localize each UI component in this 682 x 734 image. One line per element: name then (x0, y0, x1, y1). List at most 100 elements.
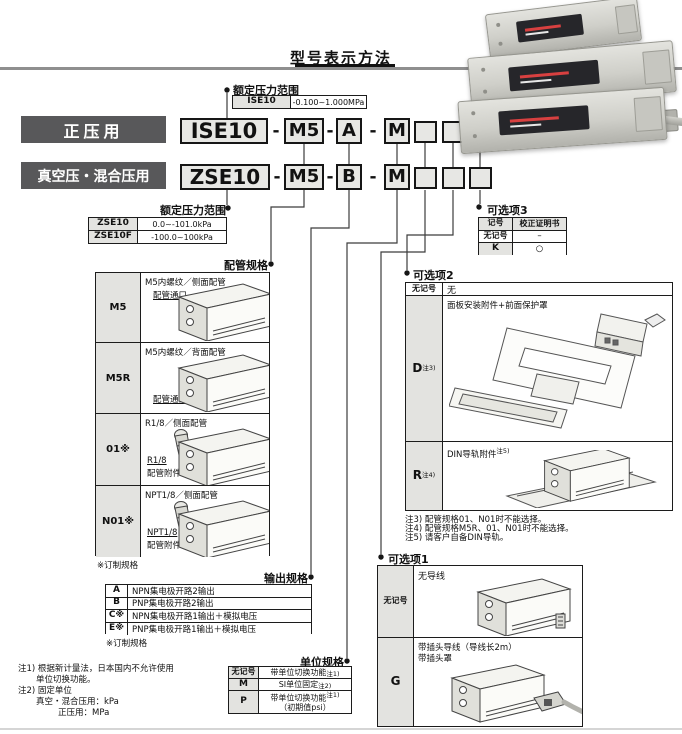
model-box-output-row2: B (336, 164, 362, 190)
table-row: C※ NPN集电极开路1输出＋模拟电压 (106, 610, 311, 623)
option2-desc-cell: 无 (443, 283, 672, 295)
footnote-line: 注2) 固定单位 (18, 686, 72, 696)
table-row: P 带单位切换功能注1) （初期值psi） (229, 691, 351, 713)
output-code-cell: B (106, 597, 128, 609)
model-box-series-zse10: ZSE10 (180, 164, 270, 190)
sensor-display (507, 59, 600, 91)
unit-desc-sup: 注2) (318, 681, 332, 690)
option1-label: 可选项1 (388, 553, 429, 566)
connector-end (614, 4, 638, 35)
option3-header-value: 校正证明书 (513, 218, 566, 230)
callout-fitting: 配管附件 (147, 541, 182, 551)
option3-code-cell: K (479, 243, 513, 255)
option1-table: 无记号 无导线 G 带插头导线（导线长2m） 带插头罩 (377, 565, 583, 727)
table-row: 无记号 带单位切换功能注1) (229, 667, 351, 679)
output-desc-cell: PNP集电极开路1输出＋模拟电压 (128, 622, 311, 635)
output-code-cell: A (106, 585, 128, 597)
series-code-cell: ZSE10 (89, 218, 138, 230)
sensor-side-port-image (178, 283, 269, 341)
unit-desc: SI单位固定 (278, 680, 319, 689)
callout-port: 配管通口 (153, 291, 188, 301)
unit-desc-cell: 带单位切换功能注1) (259, 667, 351, 678)
option1-code-cell: G (378, 638, 414, 726)
dash: - (369, 167, 377, 187)
option2-desc-text: DIN导轨附件 (447, 449, 497, 460)
mount-hole-icon (473, 133, 478, 138)
unit-spec-label: 单位规格 (300, 656, 344, 669)
page-bottom-rule (0, 728, 682, 730)
option2-note: 注5) 请客户自备DIN导轨。 (405, 533, 509, 543)
option2-code: D (412, 360, 423, 375)
dash: - (273, 167, 281, 187)
sensor-npt18-image (174, 500, 269, 557)
piping-code-cell: M5 (96, 273, 141, 342)
option2-desc: 面板安装附件+前面保护罩 (447, 301, 548, 311)
callout-port: 配管通口 (153, 395, 188, 405)
category-vacuum-compound: 真空压・混合压用 (21, 162, 166, 189)
display-digits (525, 30, 549, 36)
sensor-with-lead-image (451, 664, 582, 723)
unit-desc-line2: （初期值psi） (279, 703, 331, 713)
table-row: N01※ NPT1/8／侧面配管 NPT1/8 配管附件 (96, 486, 269, 557)
mount-hole-icon (498, 41, 503, 46)
display-digits (509, 123, 542, 128)
unit-code-cell: P (229, 691, 259, 713)
rated-range-ise-table: ISE10 -0.100~1.000MPa (232, 95, 367, 109)
model-box-option1-row2 (414, 167, 437, 189)
mount-hole-icon (481, 67, 486, 72)
option2-desc: DIN导轨附件注5) (447, 445, 510, 460)
option3-value-cell: ○ (513, 243, 566, 255)
option2-code-cell: 无记号 (406, 283, 443, 295)
piping-desc-cell: M5内螺纹／侧面配管 配管通口 (141, 273, 269, 342)
option3-header-code: 记号 (479, 218, 513, 230)
model-box-piping-row1: M5 (284, 118, 324, 144)
table-row: A NPN集电极开路2输出 (106, 585, 311, 598)
unit-desc-cell: SI单位固定注2) (259, 679, 351, 690)
mount-hole-icon (483, 89, 488, 94)
model-box-piping-row2: M5 (284, 164, 324, 190)
option1-desc: 带插头导线（导线长2m） (418, 643, 517, 653)
piping-spec-label: 配管规格 (224, 259, 268, 272)
callout-thread: R1/8 (147, 456, 167, 466)
unit-spec-table: 无记号 带单位切换功能注1) M SI单位固定注2) P 带单位切换功能注1) … (228, 666, 352, 714)
footnote-line: 单位切换功能。 (36, 675, 96, 685)
model-box-option2-row2 (442, 167, 465, 189)
sensor-r18-image (174, 428, 269, 485)
option1-desc-cell: 带插头导线（导线长2m） 带插头罩 (414, 638, 582, 726)
dash: - (326, 167, 334, 187)
option3-table: 记号 校正证明书 无记号 – K ○ (478, 217, 567, 255)
output-desc-cell: NPN集电极开路1输出＋模拟电压 (128, 610, 311, 622)
piping-note: ※订制规格 (97, 561, 139, 571)
piping-code-cell: N01※ (96, 486, 141, 557)
table-row: 无记号 – (479, 230, 566, 243)
unit-desc: 带单位切换功能注1) (270, 691, 339, 703)
piping-spec-table: M5 M5内螺纹／侧面配管 配管通口 M5R M5内螺纹／背面配管 配管通口 (95, 272, 270, 557)
option2-code-sup: 注3) (422, 363, 436, 372)
output-desc-cell: PNP集电极开路2输出 (128, 597, 311, 609)
model-box-option1-row1 (414, 121, 437, 143)
piping-desc: M5内螺纹／背面配管 (145, 348, 226, 358)
sensor-back-port-image (178, 354, 269, 412)
unit-code-cell: M (229, 679, 259, 690)
output-code-cell: C※ (106, 610, 128, 622)
option1-desc-cell: 无导线 (414, 566, 582, 637)
model-box-output-row1: A (336, 118, 362, 144)
table-row: E※ PNP集电极开路1输出＋模拟电压 (106, 622, 311, 635)
display-digits (519, 71, 569, 79)
page-title: 型号表示方法 (289, 49, 392, 67)
output-spec-label: 输出规格 (264, 572, 308, 585)
model-box-series-ise10: ISE10 (180, 118, 268, 144)
table-row: 01※ R1/8／侧面配管 R1/8 配管附件 (96, 414, 269, 486)
footnote-line: 真空・混合压用：kPa (36, 697, 119, 707)
table-row: M5 M5内螺纹／侧面配管 配管通口 (96, 273, 269, 343)
piping-desc: NPT1/8／侧面配管 (145, 491, 218, 501)
piping-code-cell: 01※ (96, 414, 141, 485)
series-code-cell: ZSE10F (89, 231, 138, 243)
option3-code-cell: 无记号 (479, 230, 513, 242)
piping-code-cell: M5R (96, 343, 141, 413)
output-spec-table: A NPN集电极开路2输出 B PNP集电极开路2输出 C※ NPN集电极开路1… (105, 584, 312, 635)
